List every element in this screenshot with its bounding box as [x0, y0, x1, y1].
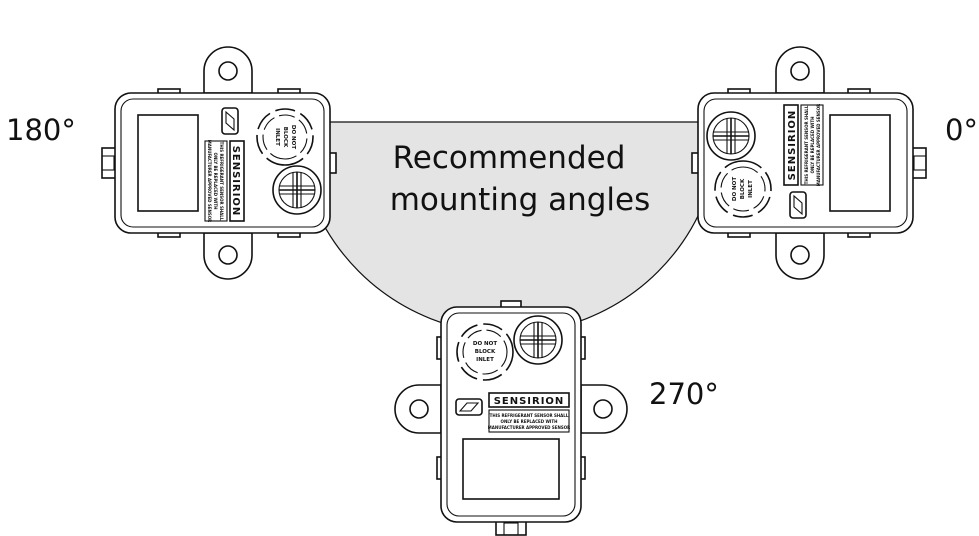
angle-label-0: 0° — [945, 113, 978, 147]
caption-line-1: Recommended — [393, 140, 626, 176]
caption-line-2: mounting angles — [390, 182, 651, 218]
angle-label-270: 270° — [649, 377, 719, 411]
sensor-270deg — [394, 300, 628, 536]
sensor-0deg — [691, 46, 927, 280]
sensor-180deg — [101, 46, 337, 280]
angle-label-180: 180° — [6, 113, 76, 147]
